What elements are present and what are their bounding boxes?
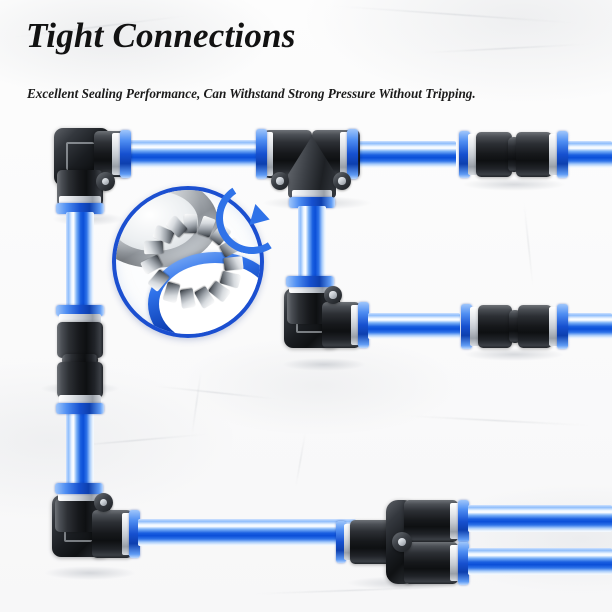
magnifier-lens <box>112 186 264 338</box>
tube-bottom-left <box>138 519 356 546</box>
tube-center-vertical <box>298 206 326 286</box>
tube-bottom-branch-lower <box>468 548 612 575</box>
tee-ring-ear-left <box>271 172 289 190</box>
page-title: Tight Connections <box>26 16 296 55</box>
tube-left-upper <box>66 212 94 308</box>
page-subtitle: Excellent Sealing Performance, Can Withs… <box>27 86 476 101</box>
splitter-ring-ear <box>392 532 412 552</box>
magnifier-callout <box>112 175 295 338</box>
elbow-ring-ear <box>94 493 113 512</box>
tube-bottom-branch-upper <box>468 505 612 532</box>
tee-ring-ear-right <box>333 172 351 190</box>
shadow <box>462 178 566 191</box>
elbow-arrow-mark <box>66 142 94 170</box>
shadow <box>282 358 366 371</box>
shadow <box>44 566 136 580</box>
tube-top-left <box>128 140 268 168</box>
shadow <box>464 348 564 361</box>
elbow-ring-ear <box>96 172 115 191</box>
elbow-ring-ear <box>324 286 342 304</box>
tube-mid-left <box>368 313 460 339</box>
tube-top-center <box>348 141 456 168</box>
